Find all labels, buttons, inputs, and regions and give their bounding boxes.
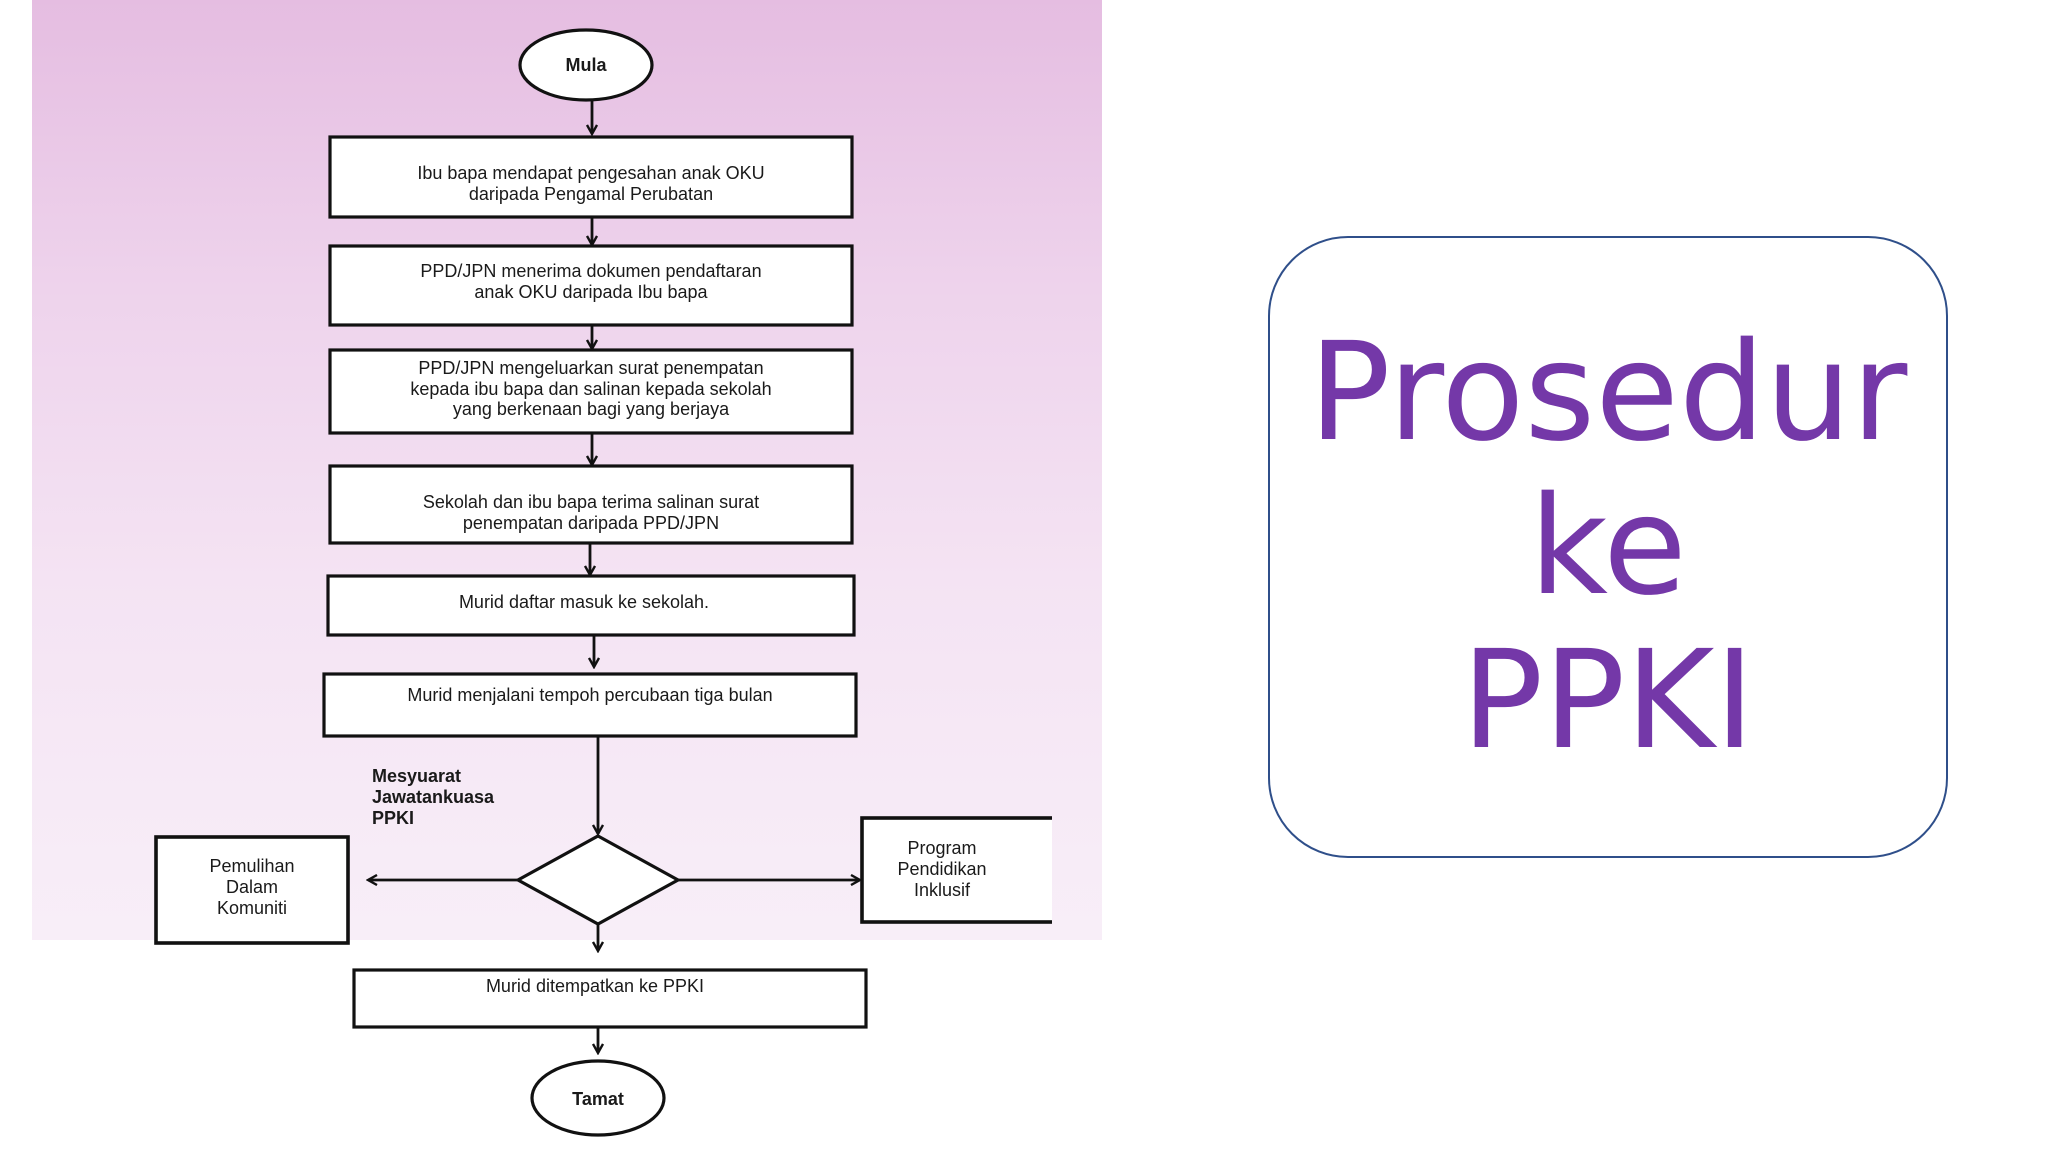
step-3-line-3: yang berkenaan bagi yang berjaya <box>453 399 730 419</box>
end-label: Tamat <box>572 1089 624 1109</box>
process-step-2: PPD/JPN menerima dokumen pendaftaran ana… <box>328 244 854 327</box>
left-outcome-line-2: Dalam <box>226 877 278 897</box>
decision-label-line-2: Jawatankuasa <box>372 787 495 807</box>
process-step-3: PPD/JPN mengeluarkan surat penempatan ke… <box>328 348 854 435</box>
process-step-5: Murid daftar masuk ke sekolah. <box>326 574 856 637</box>
right-outcome-line-3: Inklusif <box>914 880 971 900</box>
step-1-line-1: Ibu bapa mendapat pengesahan anak OKU <box>417 163 764 183</box>
step-3-line-1: PPD/JPN mengeluarkan surat penempatan <box>418 358 763 378</box>
process-step-4: Sekolah dan ibu bapa terima salinan sura… <box>328 464 854 545</box>
decision-label: Mesyuarat Jawatankuasa PPKI <box>372 766 495 828</box>
step-2-line-2: anak OKU daripada Ibu bapa <box>474 282 708 302</box>
step-2-line-1: PPD/JPN menerima dokumen pendaftaran <box>420 261 761 281</box>
step-3-line-2: kepada ibu bapa dan salinan kepada sekol… <box>410 379 771 399</box>
title-line-1: Prosedur <box>1308 314 1908 472</box>
outcome-right-box: Program Pendidikan Inklusif <box>860 816 1052 924</box>
left-outcome-line-3: Komuniti <box>217 898 287 918</box>
step-4-line-2: penempatan daripada PPD/JPN <box>463 513 719 533</box>
start-terminal: Mula <box>518 28 654 102</box>
decision-label-line-1: Mesyuarat <box>372 766 461 786</box>
step-1-line-2: daripada Pengamal Perubatan <box>469 184 713 204</box>
title-line-3: PPKI <box>1461 622 1755 780</box>
left-outcome-line-1: Pemulihan <box>209 856 294 876</box>
step-6-line-1: Murid menjalani tempoh percubaan tiga bu… <box>407 685 772 705</box>
flowchart: Mula Ibu bapa mendapat pengesahan anak O… <box>154 28 1052 1137</box>
slide-title: Prosedur ke PPKI <box>1309 316 1908 778</box>
step-4-line-1: Sekolah dan ibu bapa terima salinan sura… <box>423 492 759 512</box>
process-step-6: Murid menjalani tempoh percubaan tiga bu… <box>322 672 858 738</box>
end-terminal: Tamat <box>530 1059 666 1137</box>
start-label: Mula <box>565 55 607 75</box>
outcome-left-box: Pemulihan Dalam Komuniti <box>154 835 350 945</box>
right-outcome-line-2: Pendidikan <box>897 859 986 879</box>
decision-diamond <box>514 834 682 926</box>
process-final-step: Murid ditempatkan ke PPKI <box>352 968 868 1029</box>
step-5-line-1: Murid daftar masuk ke sekolah. <box>459 592 709 612</box>
title-card: Prosedur ke PPKI <box>1268 236 1948 858</box>
title-line-2: ke <box>1529 468 1687 626</box>
final-step-line-1: Murid ditempatkan ke PPKI <box>486 976 704 996</box>
decision-label-line-3: PPKI <box>372 808 414 828</box>
right-outcome-line-1: Program <box>907 838 976 858</box>
process-step-1: Ibu bapa mendapat pengesahan anak OKU da… <box>328 135 854 219</box>
flow-arrows <box>368 100 860 1053</box>
